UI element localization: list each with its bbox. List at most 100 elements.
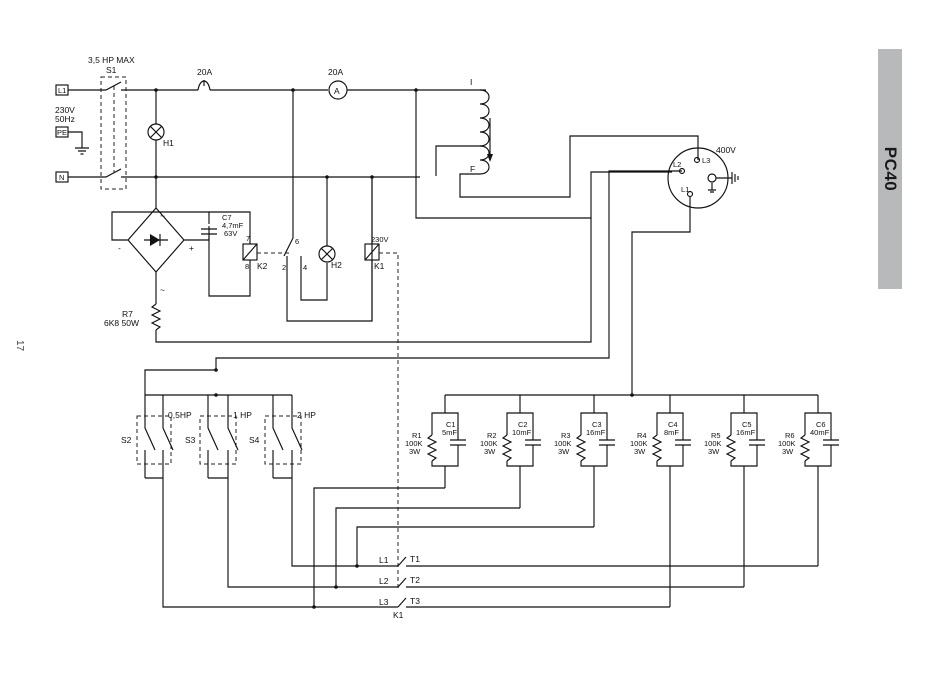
r4-label: R4 (637, 431, 647, 440)
rectifier-ac-top: ~ (160, 211, 165, 221)
k1-pole-t1: T1 (410, 554, 420, 564)
k1-pole-t2: T2 (410, 575, 420, 585)
contact-pin-2: 2 (282, 263, 286, 272)
transformer-end-label: F (470, 164, 475, 174)
k1-pole-l1: L1 (379, 555, 389, 565)
c4-capacitance: 8mF (664, 428, 679, 437)
c5-capacitance: 16mF (736, 428, 756, 437)
s2-label: S2 (121, 435, 132, 445)
c3-label: C3 (592, 420, 602, 429)
r4-watts: 3W (634, 447, 646, 456)
rectifier-plus: + (189, 243, 194, 253)
ammeter-rating: 20A (328, 67, 343, 77)
contactor-k1-label: K1 (393, 610, 404, 620)
socket-pin-l3: L3 (702, 156, 710, 165)
contact-pin-4: 4 (303, 263, 307, 272)
rectifier-minus: - (118, 243, 121, 253)
c1-capacitance: 5mF (442, 428, 457, 437)
earth-icon (68, 131, 89, 155)
s4-rating: 2 HP (297, 410, 316, 420)
breaker-rating: 20A (197, 67, 212, 77)
r4-resistance: 100K (630, 439, 648, 448)
r5-watts: 3W (708, 447, 720, 456)
r1-watts: 3W (409, 447, 421, 456)
c6-capacitance: 40mF (810, 428, 830, 437)
k2-pin-bottom: 8 (245, 262, 249, 271)
c4-label: C4 (668, 420, 678, 429)
selector-switch-s3 (199, 395, 239, 478)
side-tab: PC40 (878, 49, 902, 289)
lamp-h2-label: H2 (331, 260, 342, 270)
c2-label: C2 (518, 420, 528, 429)
r5-resistance: 100K (704, 439, 722, 448)
r6-label: R6 (785, 431, 795, 440)
relay-k2-coil (242, 243, 258, 261)
pe-terminal-label: PE (57, 128, 67, 137)
r6-resistance: 100K (778, 439, 796, 448)
s2-rating: 0,5HP (168, 410, 192, 420)
capacitor-bank-1 (426, 395, 466, 488)
r2-watts: 3W (484, 447, 496, 456)
r1-label: R1 (412, 431, 422, 440)
k2-pin-top: 7 (246, 234, 250, 243)
s3-rating: 1 HP (233, 410, 252, 420)
breaker-icon (197, 80, 211, 91)
k1-pole-l3: L3 (379, 597, 389, 607)
r2-resistance: 100K (480, 439, 498, 448)
supply-voltage: 230V (55, 105, 75, 115)
capacitor-bank-3 (575, 395, 615, 527)
c6-label: C6 (816, 420, 826, 429)
lamp-h1-icon (147, 123, 165, 141)
diode-icon (144, 234, 168, 246)
r7-value: 6K8 50W (104, 318, 139, 328)
k1-coil-voltage: 230V (371, 235, 389, 244)
l1-terminal-label: L1 (58, 86, 66, 95)
main-switch-s1 (100, 76, 127, 190)
page-number: 17 (14, 339, 26, 352)
c7-voltage: 63V (224, 229, 237, 238)
s4-label: S4 (249, 435, 260, 445)
capacitor-bank-6 (799, 395, 839, 566)
resistor-r7-icon (150, 303, 162, 331)
r3-label: R3 (561, 431, 571, 440)
capacitor-bank-4 (651, 395, 691, 607)
k2-label: K2 (257, 261, 268, 271)
socket-pin-l1: L1 (681, 185, 689, 194)
k1-pole-l2: L2 (379, 576, 389, 586)
r3-resistance: 100K (554, 439, 572, 448)
r2-label: R2 (487, 431, 497, 440)
contactor-k1 (397, 556, 818, 608)
lamp-h2-icon (318, 245, 336, 263)
socket-voltage: 400V (716, 145, 736, 155)
c3-capacitance: 16mF (586, 428, 606, 437)
transformer-coil-icon (479, 89, 493, 175)
capacitor-c7-icon (201, 228, 217, 235)
r3-watts: 3W (558, 447, 570, 456)
supply-frequency: 50Hz (55, 114, 75, 124)
c7-label: C7 (222, 213, 232, 222)
r1-resistance: 100K (405, 439, 423, 448)
k1-pole-t3: T3 (410, 596, 420, 606)
side-tab-label: PC40 (881, 146, 900, 192)
lamp-h1-label: H1 (163, 138, 174, 148)
selector-switch-s4 (264, 395, 303, 478)
s3-label: S3 (185, 435, 196, 445)
r5-label: R5 (711, 431, 721, 440)
contact-pin-6: 6 (295, 237, 299, 246)
rectifier-ac-bottom: ~ (160, 285, 165, 295)
selector-switch-s2 (136, 395, 174, 478)
c1-label: C1 (446, 420, 456, 429)
k1-coil-label: K1 (374, 261, 385, 271)
c2-capacitance: 10mF (512, 428, 532, 437)
main-switch-label: S1 (106, 65, 117, 75)
r7-label: R7 (122, 309, 133, 319)
main-switch-rating: 3,5 HP MAX (88, 55, 135, 65)
socket-pin-l2: L2 (673, 160, 681, 169)
capacitor-bank-2 (501, 395, 541, 508)
c5-label: C5 (742, 420, 752, 429)
ammeter-symbol: A (334, 86, 340, 96)
capacitor-bank-5 (725, 395, 765, 587)
n-terminal-label: N (59, 173, 64, 182)
r6-watts: 3W (782, 447, 794, 456)
